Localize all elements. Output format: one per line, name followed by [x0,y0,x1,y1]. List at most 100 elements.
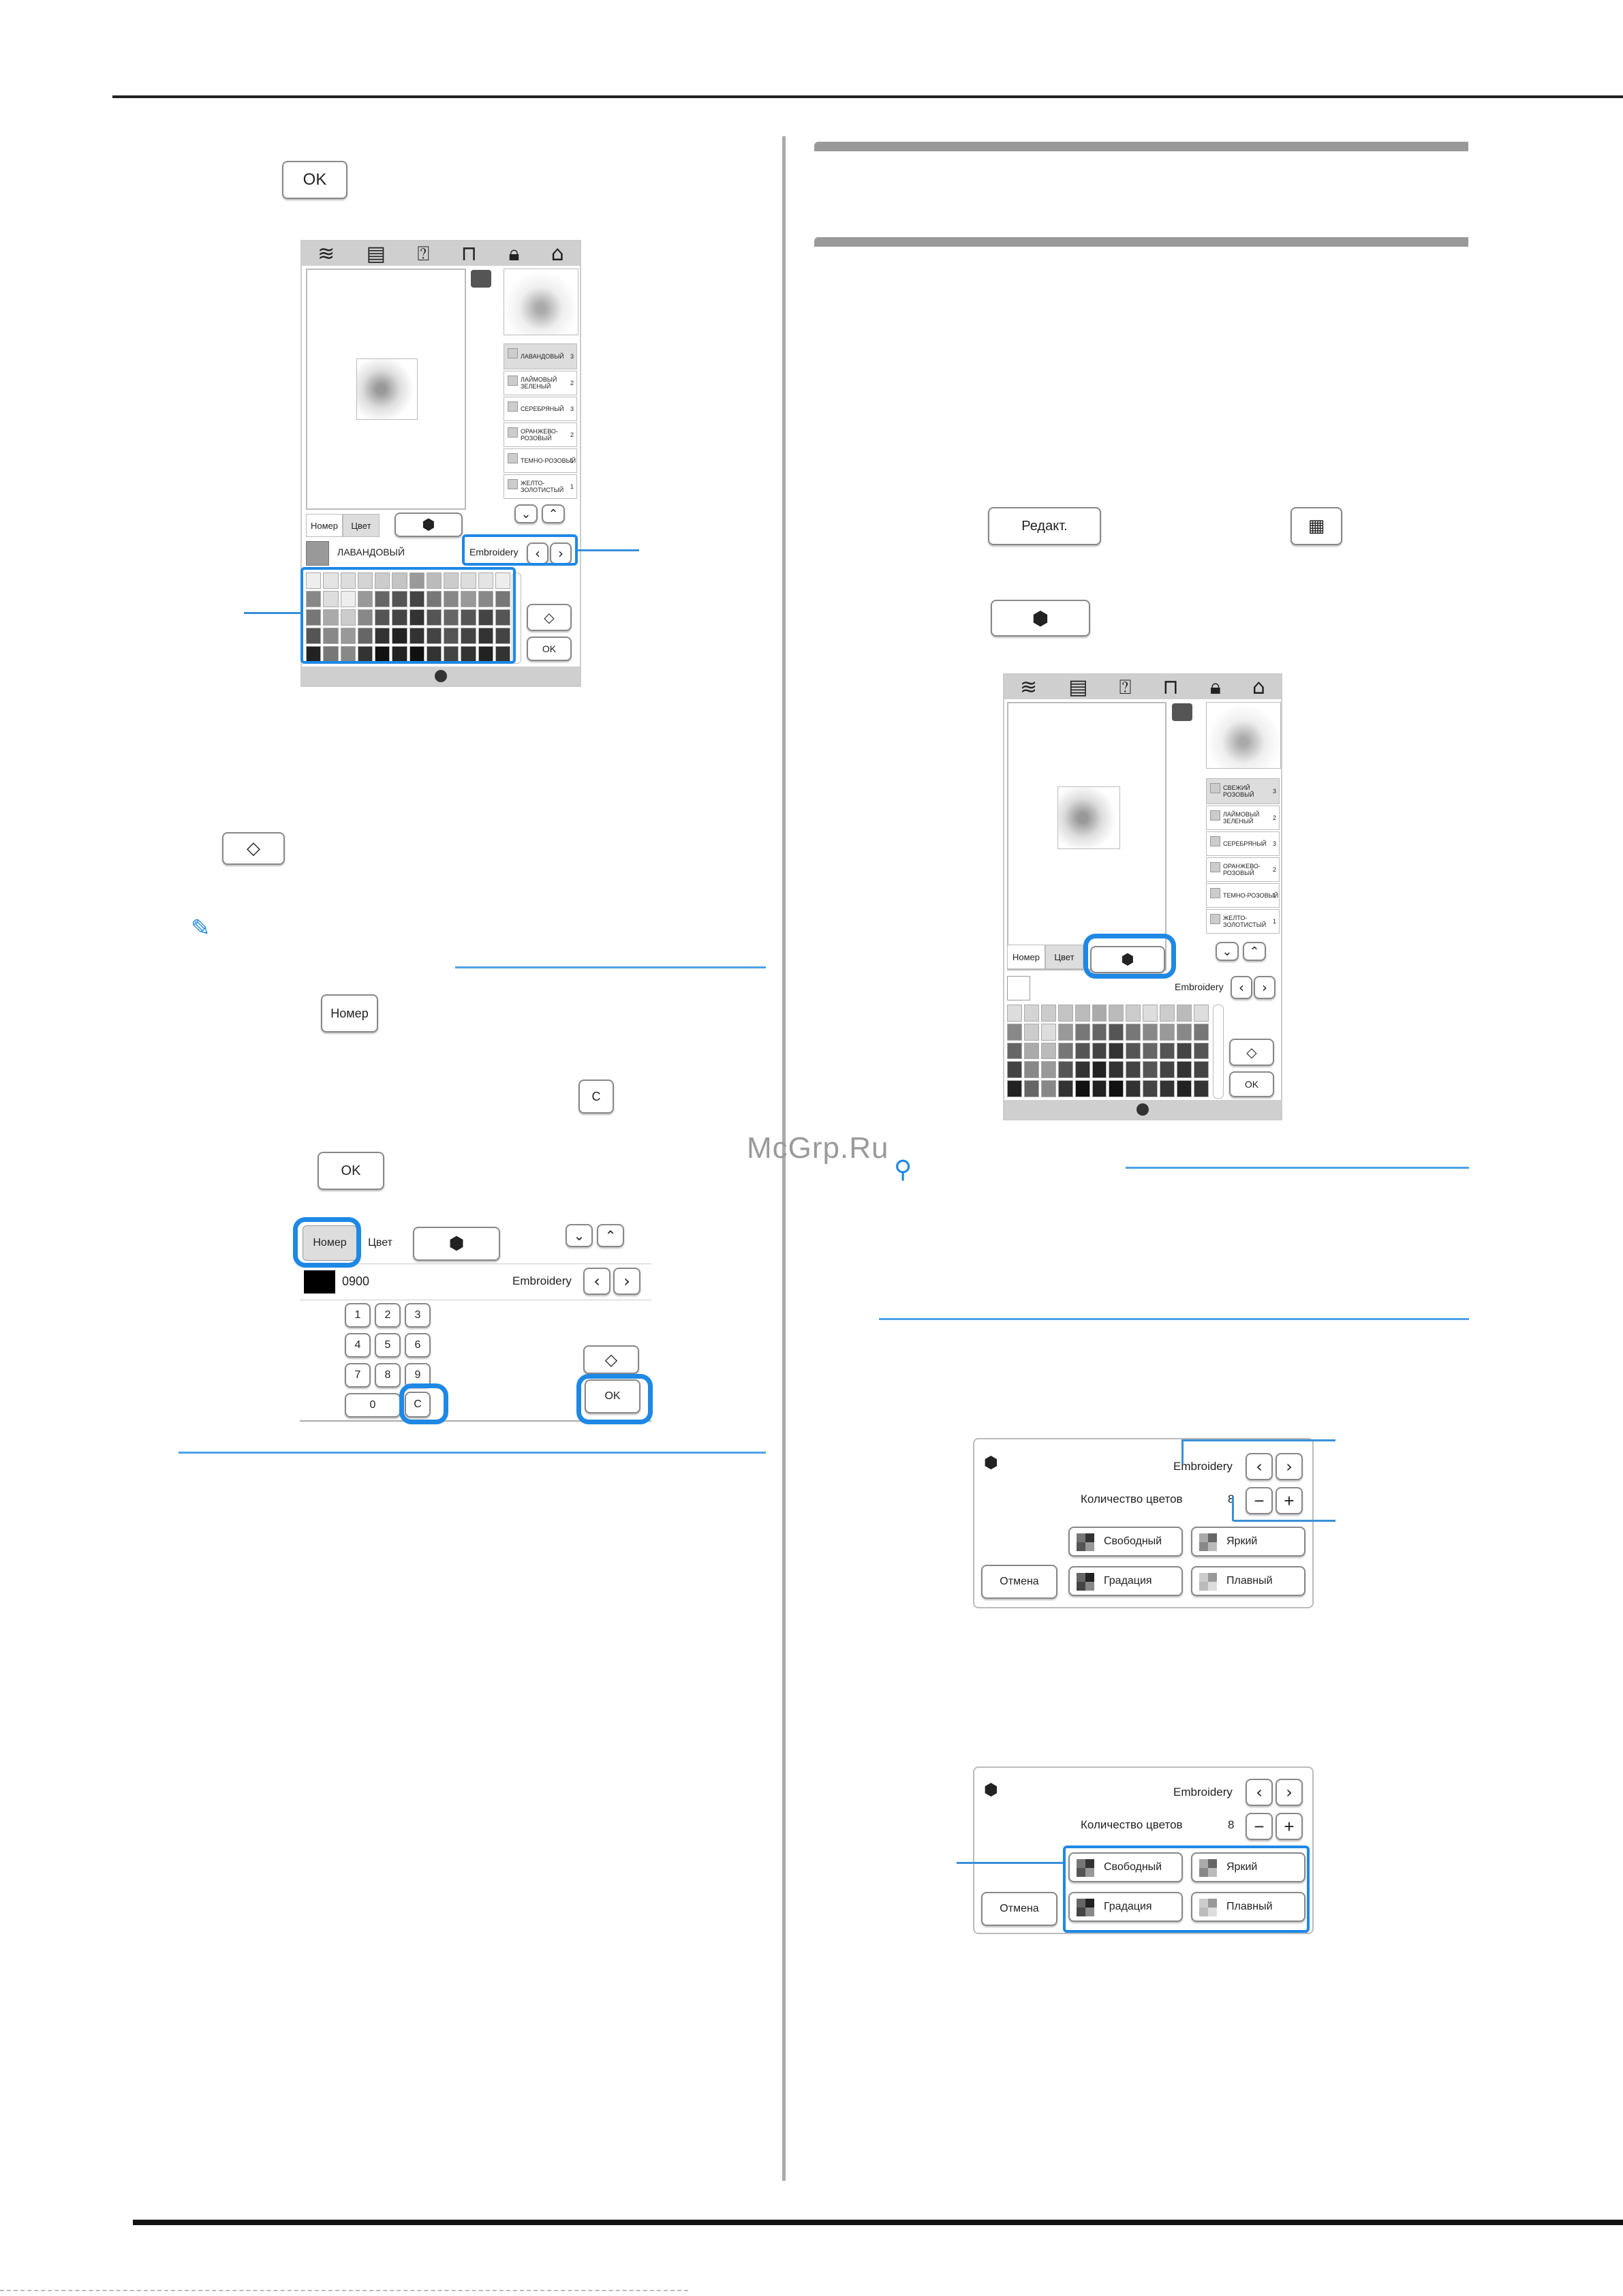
section-bar-bottom [814,237,1468,247]
clear-button[interactable]: C [578,1080,614,1114]
eraser-icon[interactable]: ◇ [1229,1039,1274,1066]
numpad-key[interactable]: 5 [375,1333,401,1358]
tab-color[interactable]: Цвет [368,1237,392,1249]
auto-color-button[interactable]: ⬢ [991,600,1090,637]
help-icon[interactable]: ⍰ [417,241,430,266]
color-palette-grid[interactable] [1007,1005,1209,1097]
style-gradation-button[interactable]: Градация [1068,1566,1183,1596]
document-icon[interactable]: ▤ [366,241,386,266]
tab-number[interactable]: Номер [306,514,343,537]
color-palette-grid[interactable] [306,572,510,662]
wifi-icon[interactable]: ≋ [318,241,335,266]
decrease-count-button[interactable]: − [1246,1487,1273,1514]
brand-prev-icon[interactable]: ‹ [1231,976,1252,999]
help-icon[interactable]: ⍰ [1119,675,1132,699]
scroll-up-icon[interactable]: ⌃ [542,504,565,523]
increase-count-button[interactable]: + [1276,1487,1303,1514]
auto-color-button[interactable]: ⬢ [413,1227,500,1261]
increase-count-button[interactable]: + [1276,1813,1303,1840]
scan-icon[interactable] [1172,703,1192,721]
scroll-up-icon[interactable]: ⌃ [597,1224,624,1247]
numpad-key[interactable]: 7 [345,1363,371,1388]
thread-icon[interactable]: ⊓ [461,241,478,266]
style-bright-button[interactable]: Яркий [1191,1852,1305,1882]
brand-next-icon[interactable]: › [1276,1779,1303,1806]
numpad-key[interactable]: 6 [405,1333,431,1358]
tab-color[interactable]: Цвет [1045,945,1083,969]
decrease-count-button[interactable]: − [1246,1813,1273,1840]
callout-line [1181,1439,1184,1464]
numpad-key[interactable]: 3 [405,1303,431,1328]
numpad-key[interactable]: 8 [375,1363,401,1388]
cancel-button[interactable]: Отмена [981,1565,1057,1599]
eraser-icon[interactable]: ◇ [527,604,572,631]
style-smooth-button[interactable]: Плавный [1191,1892,1305,1922]
expand-icon[interactable] [1137,1103,1149,1116]
numpad-key[interactable]: 2 [375,1303,401,1328]
brand-prev-icon[interactable]: ‹ [1246,1779,1273,1806]
scroll-up-icon[interactable]: ⌃ [1243,942,1266,961]
brand-next-icon[interactable]: › [613,1268,640,1295]
eraser-icon[interactable]: ◇ [222,832,285,865]
style-smooth-button[interactable]: Плавный [1191,1566,1305,1596]
ok-button[interactable]: OK [318,1152,384,1190]
home-icon[interactable]: ⌂ [1252,675,1265,699]
eraser-icon[interactable]: ◇ [583,1345,639,1374]
cancel-button[interactable]: Отмена [981,1892,1057,1926]
ok-button[interactable]: OK [1229,1071,1274,1097]
scroll-down-icon[interactable]: ⌄ [1216,942,1239,961]
ok-button[interactable]: OK [585,1379,640,1413]
scan-icon[interactable] [471,270,491,288]
thread-icon[interactable]: ⊓ [1162,675,1179,699]
lock-icon[interactable]: 🔒︎ [508,241,520,266]
style-free-button[interactable]: Свободный [1068,1852,1183,1882]
scroll-down-icon[interactable]: ⌄ [514,504,538,523]
document-icon[interactable]: ▤ [1068,675,1088,699]
wifi-icon[interactable]: ≋ [1020,675,1038,699]
number-button[interactable]: Номер [321,994,378,1032]
tab-color[interactable]: Цвет [343,514,380,537]
lock-icon[interactable]: 🔒︎ [1209,675,1221,699]
footer-rule [133,2220,1623,2225]
color-count-label: Количество цветов [1081,1818,1183,1831]
brand-prev-icon[interactable]: ‹ [1246,1453,1273,1480]
style-bright-button[interactable]: Яркий [1191,1527,1305,1557]
brand-label: Embroidery [1173,1460,1233,1473]
ok-button[interactable]: OK [527,637,572,661]
bottom-bar [302,667,580,686]
palette-scrollbar[interactable] [512,572,521,664]
brand-next-icon[interactable]: › [1276,1453,1303,1480]
numpad-key[interactable]: 0 [345,1393,401,1418]
color-palette-icon[interactable]: ▦ [1290,507,1342,545]
brand-prev-icon[interactable]: ‹ [583,1268,610,1295]
numpad-key[interactable]: 4 [345,1333,371,1358]
ok-button[interactable]: OK [282,161,347,199]
tab-number[interactable]: Номер [303,1225,357,1261]
style-gradation-button[interactable]: Градация [1068,1892,1183,1922]
style-free-button[interactable]: Свободный [1068,1527,1183,1557]
expand-icon[interactable] [435,670,447,682]
tab-number[interactable]: Номер [1007,945,1045,969]
home-icon[interactable]: ⌂ [551,241,564,266]
selected-color-swatch [304,1270,335,1294]
brand-next-icon[interactable]: › [1254,976,1276,999]
numpad-key[interactable]: 1 [345,1303,371,1328]
scroll-down-icon[interactable]: ⌄ [566,1224,593,1247]
auto-color-button[interactable]: ⬢ [395,512,463,537]
auto-color-button[interactable]: ⬢ [1090,946,1165,973]
edit-button[interactable]: Редакт. [988,507,1101,545]
palette-scrollbar[interactable] [1213,1005,1224,1099]
